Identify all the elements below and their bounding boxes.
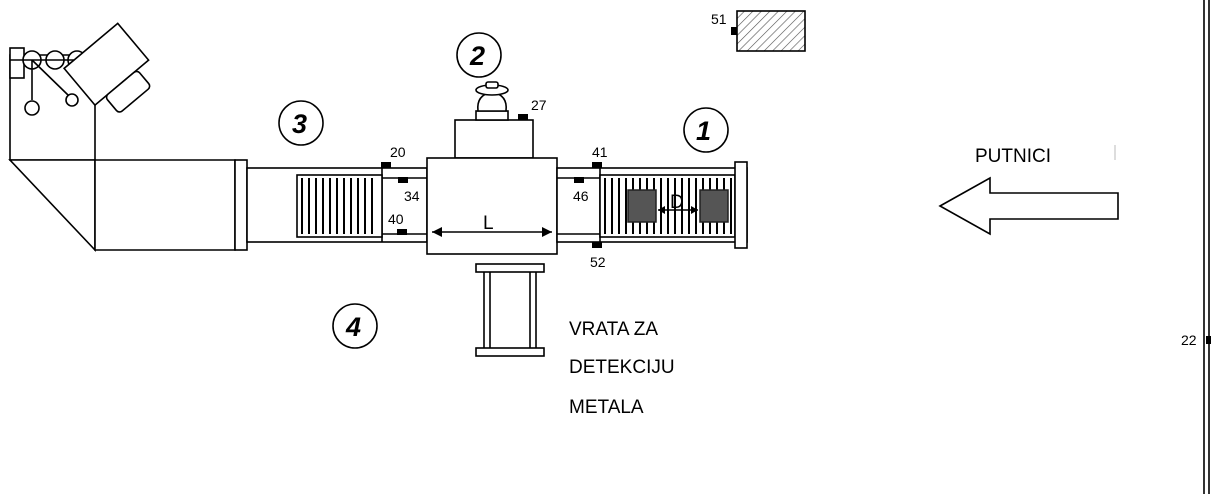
sensor-46-label: 46 (573, 188, 589, 204)
sensor-20-mark (381, 162, 391, 168)
sensor-22-mark (1206, 336, 1211, 344)
sensor-20-label: 20 (390, 144, 406, 160)
sensor-27-mark (518, 114, 528, 120)
sensor-52-mark (592, 242, 602, 248)
sensors (381, 27, 1211, 344)
hatched-box (736, 10, 806, 52)
zone-2: 2 (456, 32, 502, 78)
metal-gate-label-line-1: VRATA ZA (569, 319, 658, 340)
sensor-52-label: 52 (590, 254, 606, 270)
dimension-d-label: D (670, 192, 684, 213)
zone-3-label: 3 (292, 109, 307, 139)
sensor-40-mark (397, 229, 407, 235)
sensor-40-label: 40 (388, 211, 404, 227)
bag-2 (699, 189, 729, 223)
passenger-direction-arrow (938, 176, 1119, 236)
sensor-51-label: 51 (711, 11, 727, 27)
sensor-34-label: 34 (404, 188, 420, 204)
sensor-41-mark (592, 162, 602, 168)
dimension-l-label: L (483, 213, 494, 234)
right-wall (1114, 0, 1210, 494)
sensor-27-label: 27 (531, 97, 547, 113)
dimension-d: D (658, 192, 698, 214)
central-scanner (426, 81, 558, 255)
zone-4-label: 4 (345, 312, 361, 342)
passengers-label: PUTNICI (975, 146, 1051, 167)
bag-1 (627, 189, 657, 223)
dimension-l: L (432, 213, 552, 237)
zone-1: 1 (683, 107, 729, 153)
sensor-51-mark (731, 27, 737, 35)
sensor-41-label: 41 (592, 144, 608, 160)
zone-4: 4 (332, 303, 378, 349)
zone-3: 3 (278, 100, 324, 146)
conveyor-right (556, 161, 748, 249)
zone-1-label: 1 (696, 116, 711, 146)
sensor-46-mark (574, 177, 584, 183)
metal-detector-gate (475, 263, 545, 357)
zone-2-label: 2 (469, 41, 485, 71)
metal-gate-label-line-3: METALA (569, 397, 644, 418)
metal-gate-label-line-2: DETEKCIJU (569, 357, 675, 378)
sensor-22-label: 22 (1181, 332, 1197, 348)
left-machine (8, 22, 248, 253)
sensor-34-mark (398, 177, 408, 183)
